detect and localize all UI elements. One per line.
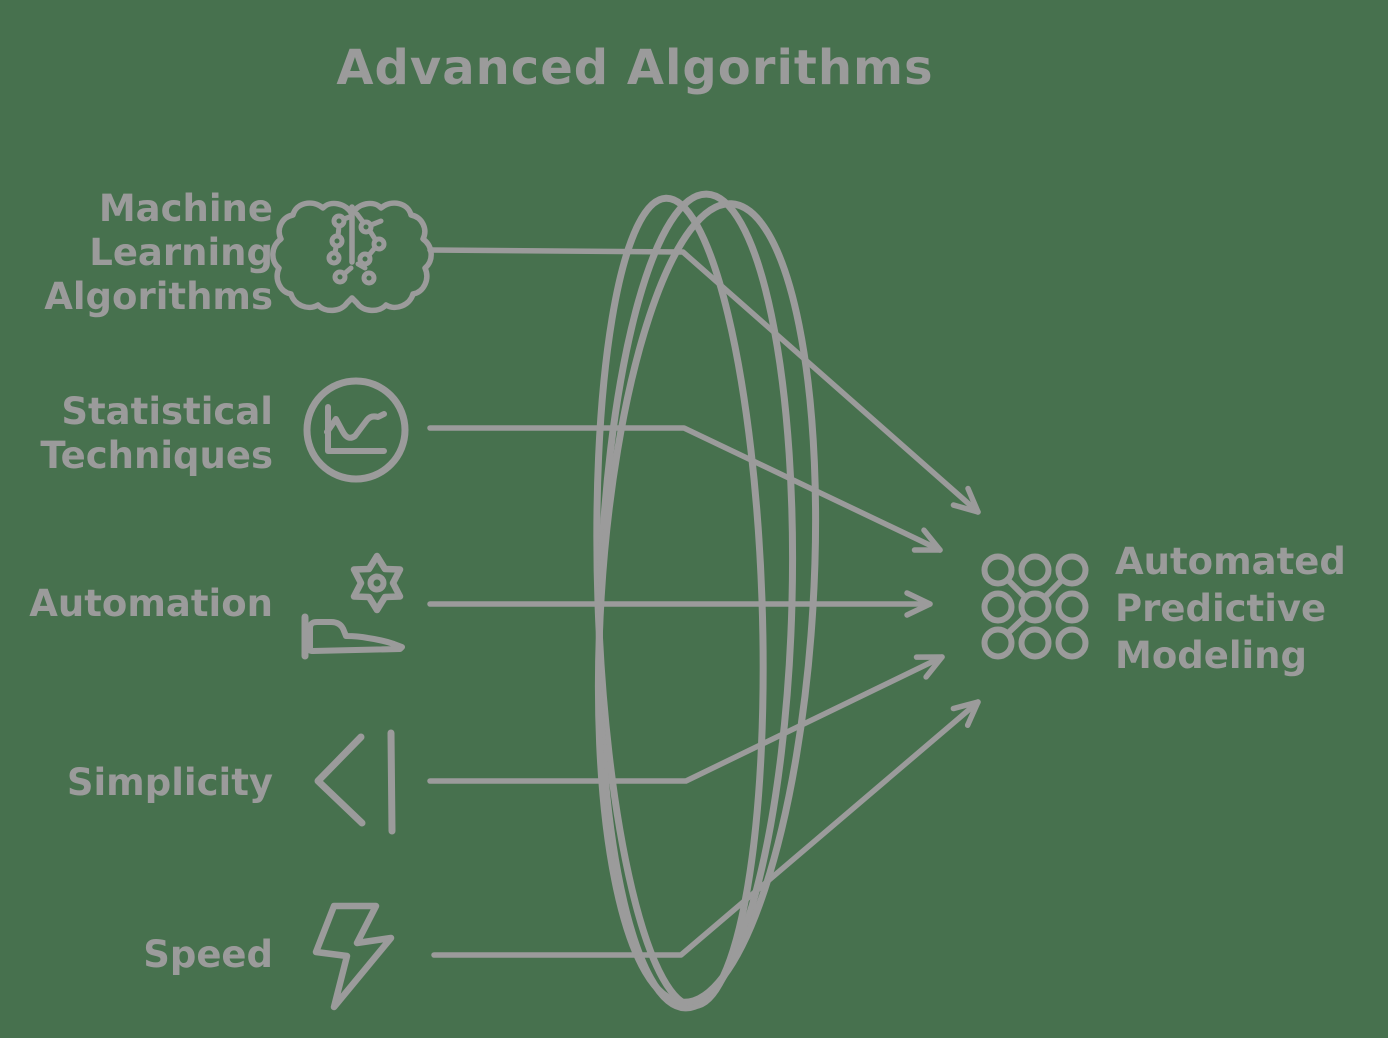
converging-arrows xyxy=(427,247,981,958)
funnel-lens xyxy=(593,190,820,1012)
network-nodes-grid-icon xyxy=(981,553,1089,660)
chevron-left-bar-icon xyxy=(314,729,396,835)
lens-pass-2 xyxy=(595,190,797,1012)
label-line: Modeling xyxy=(1115,634,1308,677)
lens-pass-3 xyxy=(594,200,820,1006)
line-chart-circle-icon xyxy=(303,377,409,483)
brain-circuit-icon xyxy=(270,200,434,314)
label-line: Automated xyxy=(1115,540,1346,583)
arrow-machine-learning xyxy=(427,247,981,515)
arrow-statistical xyxy=(427,425,943,553)
label-line: Algorithms xyxy=(44,275,273,318)
label-machine-learning-algorithms: Machine Learning Algorithms xyxy=(44,187,273,319)
arrow-speed xyxy=(431,699,981,958)
lightning-bolt-icon xyxy=(312,902,395,1011)
gear-icon xyxy=(350,552,404,614)
label-automated-predictive-modeling: Automated Predictive Modeling xyxy=(1115,538,1346,679)
label-line: Speed xyxy=(143,933,273,976)
label-line: Automation xyxy=(29,582,273,625)
label-line: Predictive xyxy=(1115,587,1327,630)
label-simplicity: Simplicity xyxy=(67,761,273,805)
label-line: Learning xyxy=(89,231,273,274)
label-line: Machine xyxy=(98,187,273,230)
diagram-title: Advanced Algorithms xyxy=(336,40,934,96)
label-line: Techniques xyxy=(40,434,273,477)
gear-and-robot-arm-icon xyxy=(301,552,405,660)
arrow-simplicity xyxy=(427,654,945,784)
label-line: Simplicity xyxy=(66,761,273,804)
label-statistical-techniques: Statistical Techniques xyxy=(40,390,273,478)
label-speed: Speed xyxy=(143,933,273,977)
robot-arm-icon xyxy=(307,619,405,654)
label-automation: Automation xyxy=(29,582,273,626)
label-line: Statistical xyxy=(61,390,273,433)
